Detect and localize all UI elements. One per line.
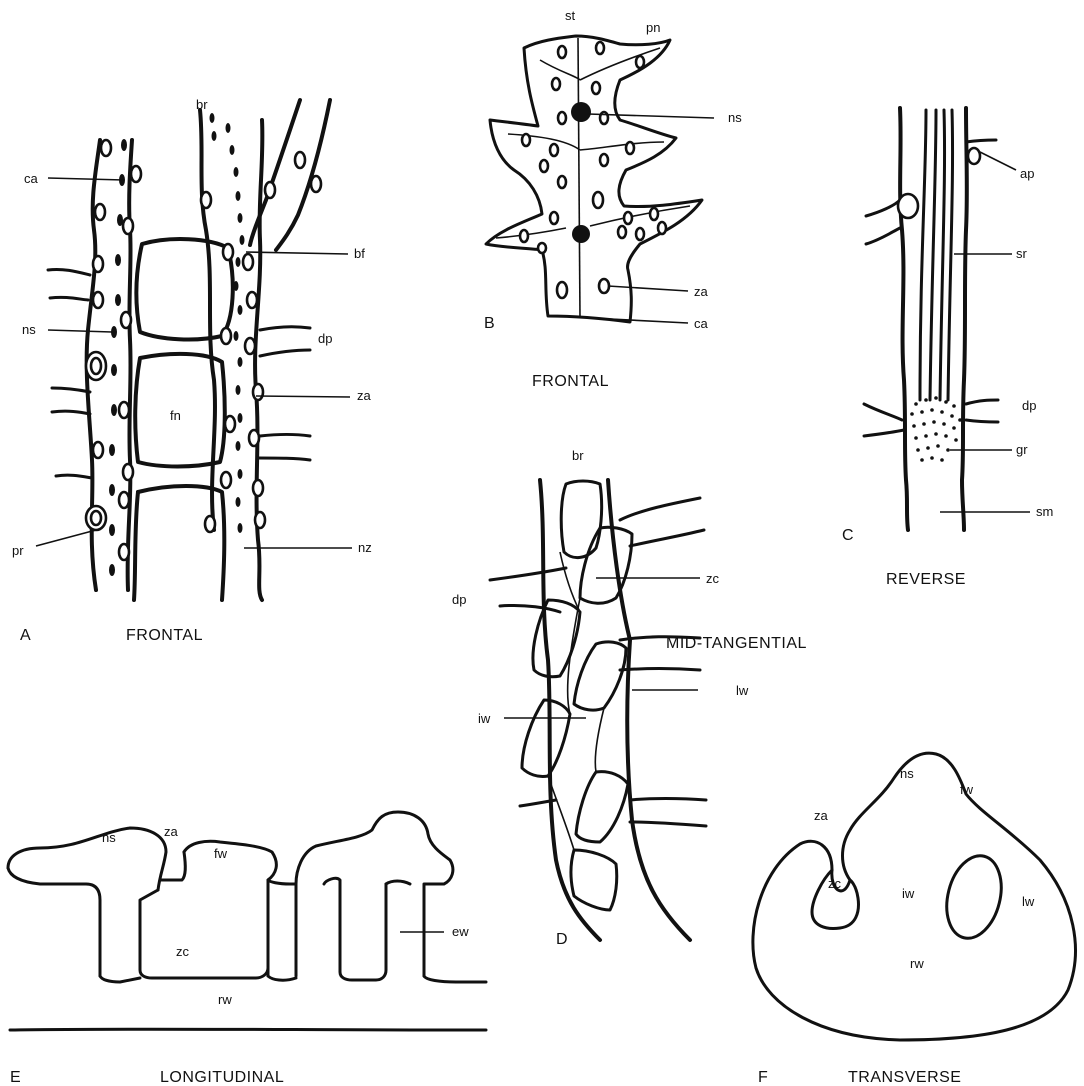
label-c-dp: dp [1022, 398, 1036, 413]
carina-nodes-panel-a [109, 139, 127, 576]
panel-a-letter: A [20, 627, 31, 644]
label-b-ca: ca [694, 316, 709, 331]
label-f-ns: ns [900, 766, 914, 781]
label-a-bf: bf [354, 246, 365, 261]
panel-d-letter: D [556, 931, 568, 948]
apertures-panel-b [520, 42, 666, 298]
panel-f-caption: TRANSVERSE [848, 1069, 961, 1086]
label-d-zc: zc [706, 571, 720, 586]
panel-e-drawing [8, 812, 486, 1030]
label-b-st: st [565, 8, 576, 23]
label-c-sm: sm [1036, 504, 1053, 519]
panel-d-drawing [490, 480, 706, 940]
label-f-fw: fw [960, 782, 974, 797]
granules-panel-c [910, 396, 962, 462]
label-f-zc: zc [828, 876, 842, 891]
label-b-pn: pn [646, 20, 660, 35]
panel-f-letter: F [758, 1069, 768, 1086]
label-b-za: za [694, 284, 709, 299]
label-e-za: za [164, 824, 179, 839]
panel-e-letter: E [10, 1069, 21, 1086]
label-d-dp: dp [452, 592, 466, 607]
label-c-sr: sr [1016, 246, 1028, 261]
panel-b-caption: FRONTAL [532, 373, 609, 390]
label-e-fw: fw [214, 846, 228, 861]
label-a-za: za [357, 388, 372, 403]
label-a-nz: nz [358, 540, 372, 555]
label-e-ew: ew [452, 924, 469, 939]
label-c-ap: ap [1020, 166, 1034, 181]
label-d-br: br [572, 448, 584, 463]
panel-c-caption: REVERSE [886, 571, 966, 588]
panel-b-drawing [486, 36, 714, 323]
label-f-rw: rw [910, 956, 924, 971]
label-f-iw: iw [902, 886, 915, 901]
label-c-gr: gr [1016, 442, 1028, 457]
panel-e-labels: ns za fw ew zc rw E LONGITUDINAL [10, 824, 469, 1086]
label-f-za: za [814, 808, 829, 823]
label-a-dp: dp [318, 331, 332, 346]
panel-e-caption: LONGITUDINAL [160, 1069, 284, 1086]
label-e-ns: ns [102, 830, 116, 845]
label-b-ns: ns [728, 110, 742, 125]
panel-b-letter: B [484, 315, 495, 332]
label-a-fn: fn [170, 408, 181, 423]
label-a-ns: ns [22, 322, 36, 337]
label-d-lw: lw [736, 683, 749, 698]
label-a-ca: ca [24, 171, 39, 186]
panel-c-drawing [864, 108, 1030, 530]
label-d-iw: iw [478, 711, 491, 726]
panel-c-letter: C [842, 527, 854, 544]
panel-f-labels: ns fw za zc iw lw rw F TRANSVERSE [758, 766, 1035, 1086]
label-e-zc: zc [176, 944, 190, 959]
panel-d-caption: MID-TANGENTIAL [666, 635, 807, 652]
label-e-rw: rw [218, 992, 232, 1007]
apertures-panel-a [86, 140, 321, 560]
label-a-pr: pr [12, 543, 24, 558]
panel-a-drawing [36, 100, 352, 600]
panel-a-caption: FRONTAL [126, 627, 203, 644]
label-a-br: br [196, 97, 208, 112]
panel-d-labels: br dp zc lw iw D MID-TANGENTIAL [452, 448, 807, 948]
label-f-lw: lw [1022, 894, 1035, 909]
